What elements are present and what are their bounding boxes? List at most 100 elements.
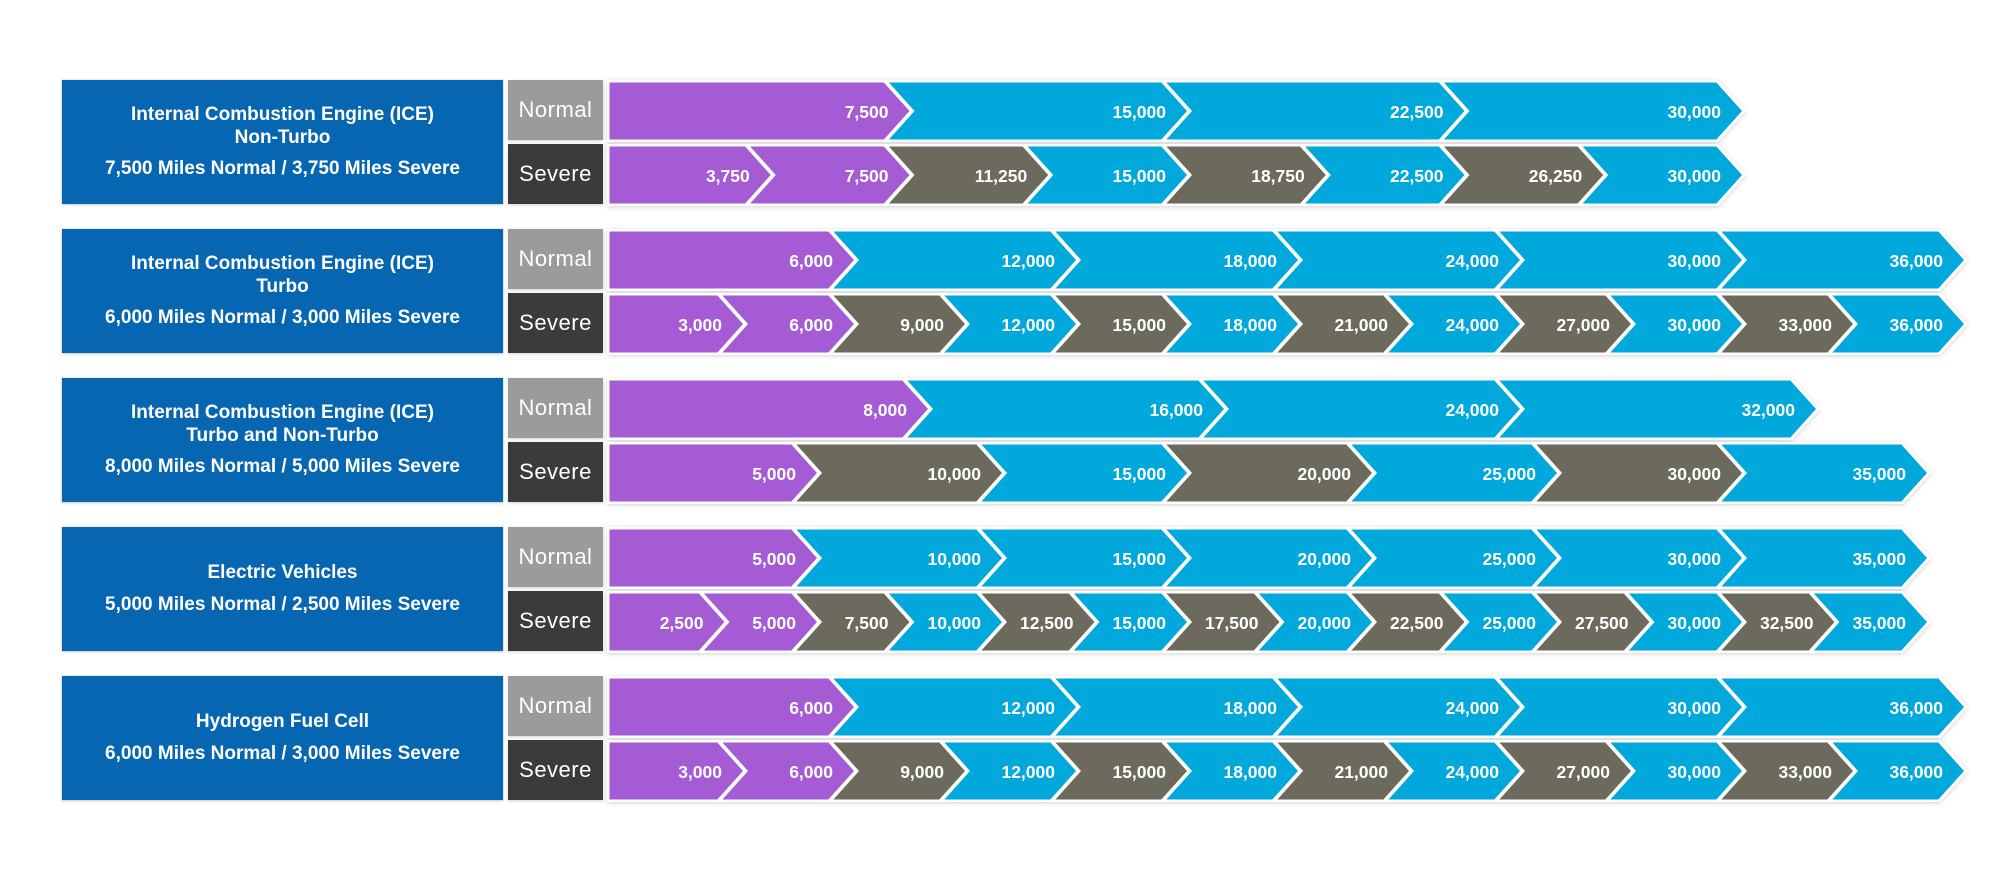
severe-mileage-label: 7,500 bbox=[845, 613, 889, 633]
severe-segment-35000 bbox=[1807, 591, 1932, 653]
severe-mileage-label: 24,000 bbox=[1445, 762, 1499, 782]
severe-segment-3000 bbox=[607, 293, 748, 355]
severe-mileage-label: 5,000 bbox=[752, 464, 796, 484]
vehicle-title-line: Hydrogen Fuel Cell bbox=[195, 711, 370, 733]
severe-mileage-label: 30,000 bbox=[1667, 464, 1721, 484]
severe-mileage-label: 10,000 bbox=[927, 464, 981, 484]
severe-mileage-label: 32,500 bbox=[1760, 613, 1814, 633]
vehicle-title: Hydrogen Fuel Cell bbox=[196, 711, 369, 733]
vehicle-interval-subtitle: 5,000 Miles Normal / 2,500 Miles Severe bbox=[105, 593, 460, 615]
vehicle-interval-subtitle: 6,000 Miles Normal / 3,000 Miles Severe bbox=[105, 306, 460, 328]
severe-mileage-label: 30,000 bbox=[1667, 613, 1721, 633]
severe-mileage-label: 5,000 bbox=[752, 613, 796, 633]
severe-segment-35000 bbox=[1715, 442, 1932, 504]
vehicle-title: Internal Combustion Engine (ICE)Non-Turb… bbox=[131, 104, 434, 149]
normal-mileage-label: 6,000 bbox=[789, 251, 833, 271]
vehicle-interval-subtitle: 7,500 Miles Normal / 3,750 Miles Severe bbox=[105, 157, 460, 179]
vehicle-title-line: Turbo and Non-Turbo bbox=[186, 424, 379, 446]
normal-condition-label: Normal bbox=[508, 229, 603, 289]
vehicle-row: Internal Combustion Engine (ICE)Turbo 6,0… bbox=[62, 229, 2000, 355]
normal-mileage-label: 16,000 bbox=[1149, 400, 1203, 420]
normal-mileage-label: 6,000 bbox=[789, 698, 833, 718]
severe-mileage-label: 12,500 bbox=[1020, 613, 1074, 633]
vehicle-title-line: Internal Combustion Engine (ICE) bbox=[131, 253, 434, 275]
normal-segment-30000 bbox=[1437, 80, 1747, 142]
severe-mileage-label: 21,000 bbox=[1334, 315, 1388, 335]
normal-mileage-label: 32,000 bbox=[1741, 400, 1795, 420]
normal-mileage-label: 15,000 bbox=[1112, 102, 1166, 122]
severe-mileage-label: 15,000 bbox=[1112, 315, 1166, 335]
severe-condition-label: Severe bbox=[508, 293, 603, 353]
severe-mileage-label: 18,000 bbox=[1223, 762, 1277, 782]
normal-mileage-label: 5,000 bbox=[752, 549, 796, 569]
severe-segment-36000 bbox=[1826, 293, 1969, 355]
normal-mileage-label: 7,500 bbox=[845, 102, 889, 122]
vehicle-row: Electric Vehicles 5,000 Miles Normal / 2,… bbox=[62, 527, 2000, 653]
severe-mileage-label: 26,250 bbox=[1529, 166, 1583, 186]
vehicle-info-box: Hydrogen Fuel Cell 6,000 Miles Normal / 3… bbox=[62, 676, 503, 800]
normal-mileage-label: 18,000 bbox=[1223, 251, 1277, 271]
severe-segment-36000 bbox=[1826, 740, 1969, 802]
severe-mileage-label: 6,000 bbox=[789, 315, 833, 335]
severe-mileage-label: 25,000 bbox=[1482, 464, 1536, 484]
vehicle-row: Hydrogen Fuel Cell 6,000 Miles Normal / 3… bbox=[62, 676, 2000, 802]
normal-mileage-label: 24,000 bbox=[1445, 251, 1499, 271]
severe-mileage-label: 30,000 bbox=[1667, 166, 1721, 186]
vehicle-info-box: Internal Combustion Engine (ICE)Turbo 6,0… bbox=[62, 229, 503, 353]
vehicle-row: Internal Combustion Engine (ICE)Turbo an… bbox=[62, 378, 2000, 504]
normal-mileage-label: 30,000 bbox=[1667, 102, 1721, 122]
severe-mileage-label: 33,000 bbox=[1778, 315, 1832, 335]
normal-mileage-label: 22,500 bbox=[1390, 102, 1444, 122]
vehicle-title-line: Electric Vehicles bbox=[207, 562, 358, 584]
normal-segment-35000 bbox=[1715, 527, 1932, 589]
vehicle-interval-subtitle: 8,000 Miles Normal / 5,000 Miles Severe bbox=[105, 455, 460, 477]
severe-mileage-label: 12,000 bbox=[1001, 762, 1055, 782]
severe-condition-label: Severe bbox=[508, 442, 603, 502]
severe-mileage-label: 3,000 bbox=[678, 315, 722, 335]
vehicle-interval-subtitle: 6,000 Miles Normal / 3,000 Miles Severe bbox=[105, 742, 460, 764]
normal-condition-label: Normal bbox=[508, 80, 603, 140]
vehicle-title-line: Internal Combustion Engine (ICE) bbox=[131, 104, 434, 126]
normal-mileage-label: 35,000 bbox=[1852, 549, 1906, 569]
vehicle-info-box: Electric Vehicles 5,000 Miles Normal / 2,… bbox=[62, 527, 503, 651]
severe-mileage-label: 21,000 bbox=[1334, 762, 1388, 782]
severe-mileage-label: 35,000 bbox=[1852, 613, 1906, 633]
severe-mileage-label: 15,000 bbox=[1112, 166, 1166, 186]
severe-mileage-label: 17,500 bbox=[1205, 613, 1259, 633]
severe-mileage-label: 3,750 bbox=[706, 166, 750, 186]
severe-mileage-label: 25,000 bbox=[1482, 613, 1536, 633]
normal-mileage-label: 15,000 bbox=[1112, 549, 1166, 569]
normal-mileage-label: 36,000 bbox=[1889, 698, 1943, 718]
severe-mileage-label: 15,000 bbox=[1112, 464, 1166, 484]
normal-mileage-label: 8,000 bbox=[863, 400, 907, 420]
severe-segment-3000 bbox=[607, 740, 748, 802]
vehicle-info-box: Internal Combustion Engine (ICE)Turbo an… bbox=[62, 378, 503, 502]
normal-schedule-bar: 7,500 15,000 22,500 30,000 bbox=[607, 80, 1747, 142]
normal-segment-36000 bbox=[1715, 676, 1969, 738]
severe-mileage-label: 35,000 bbox=[1852, 464, 1906, 484]
severe-condition-label: Severe bbox=[508, 591, 603, 651]
severe-mileage-label: 18,000 bbox=[1223, 315, 1277, 335]
vehicle-title-line: Turbo bbox=[256, 275, 309, 297]
vehicle-title: Internal Combustion Engine (ICE)Turbo an… bbox=[131, 402, 434, 447]
severe-mileage-label: 7,500 bbox=[845, 166, 889, 186]
normal-bar-wrap: 7,500 15,000 22,500 30,000 bbox=[607, 80, 1749, 142]
severe-mileage-label: 36,000 bbox=[1889, 762, 1943, 782]
severe-mileage-label: 18,750 bbox=[1251, 166, 1305, 186]
vehicle-title: Internal Combustion Engine (ICE)Turbo bbox=[131, 253, 434, 298]
severe-segment-30000 bbox=[1576, 144, 1747, 206]
severe-mileage-label: 15,000 bbox=[1112, 613, 1166, 633]
